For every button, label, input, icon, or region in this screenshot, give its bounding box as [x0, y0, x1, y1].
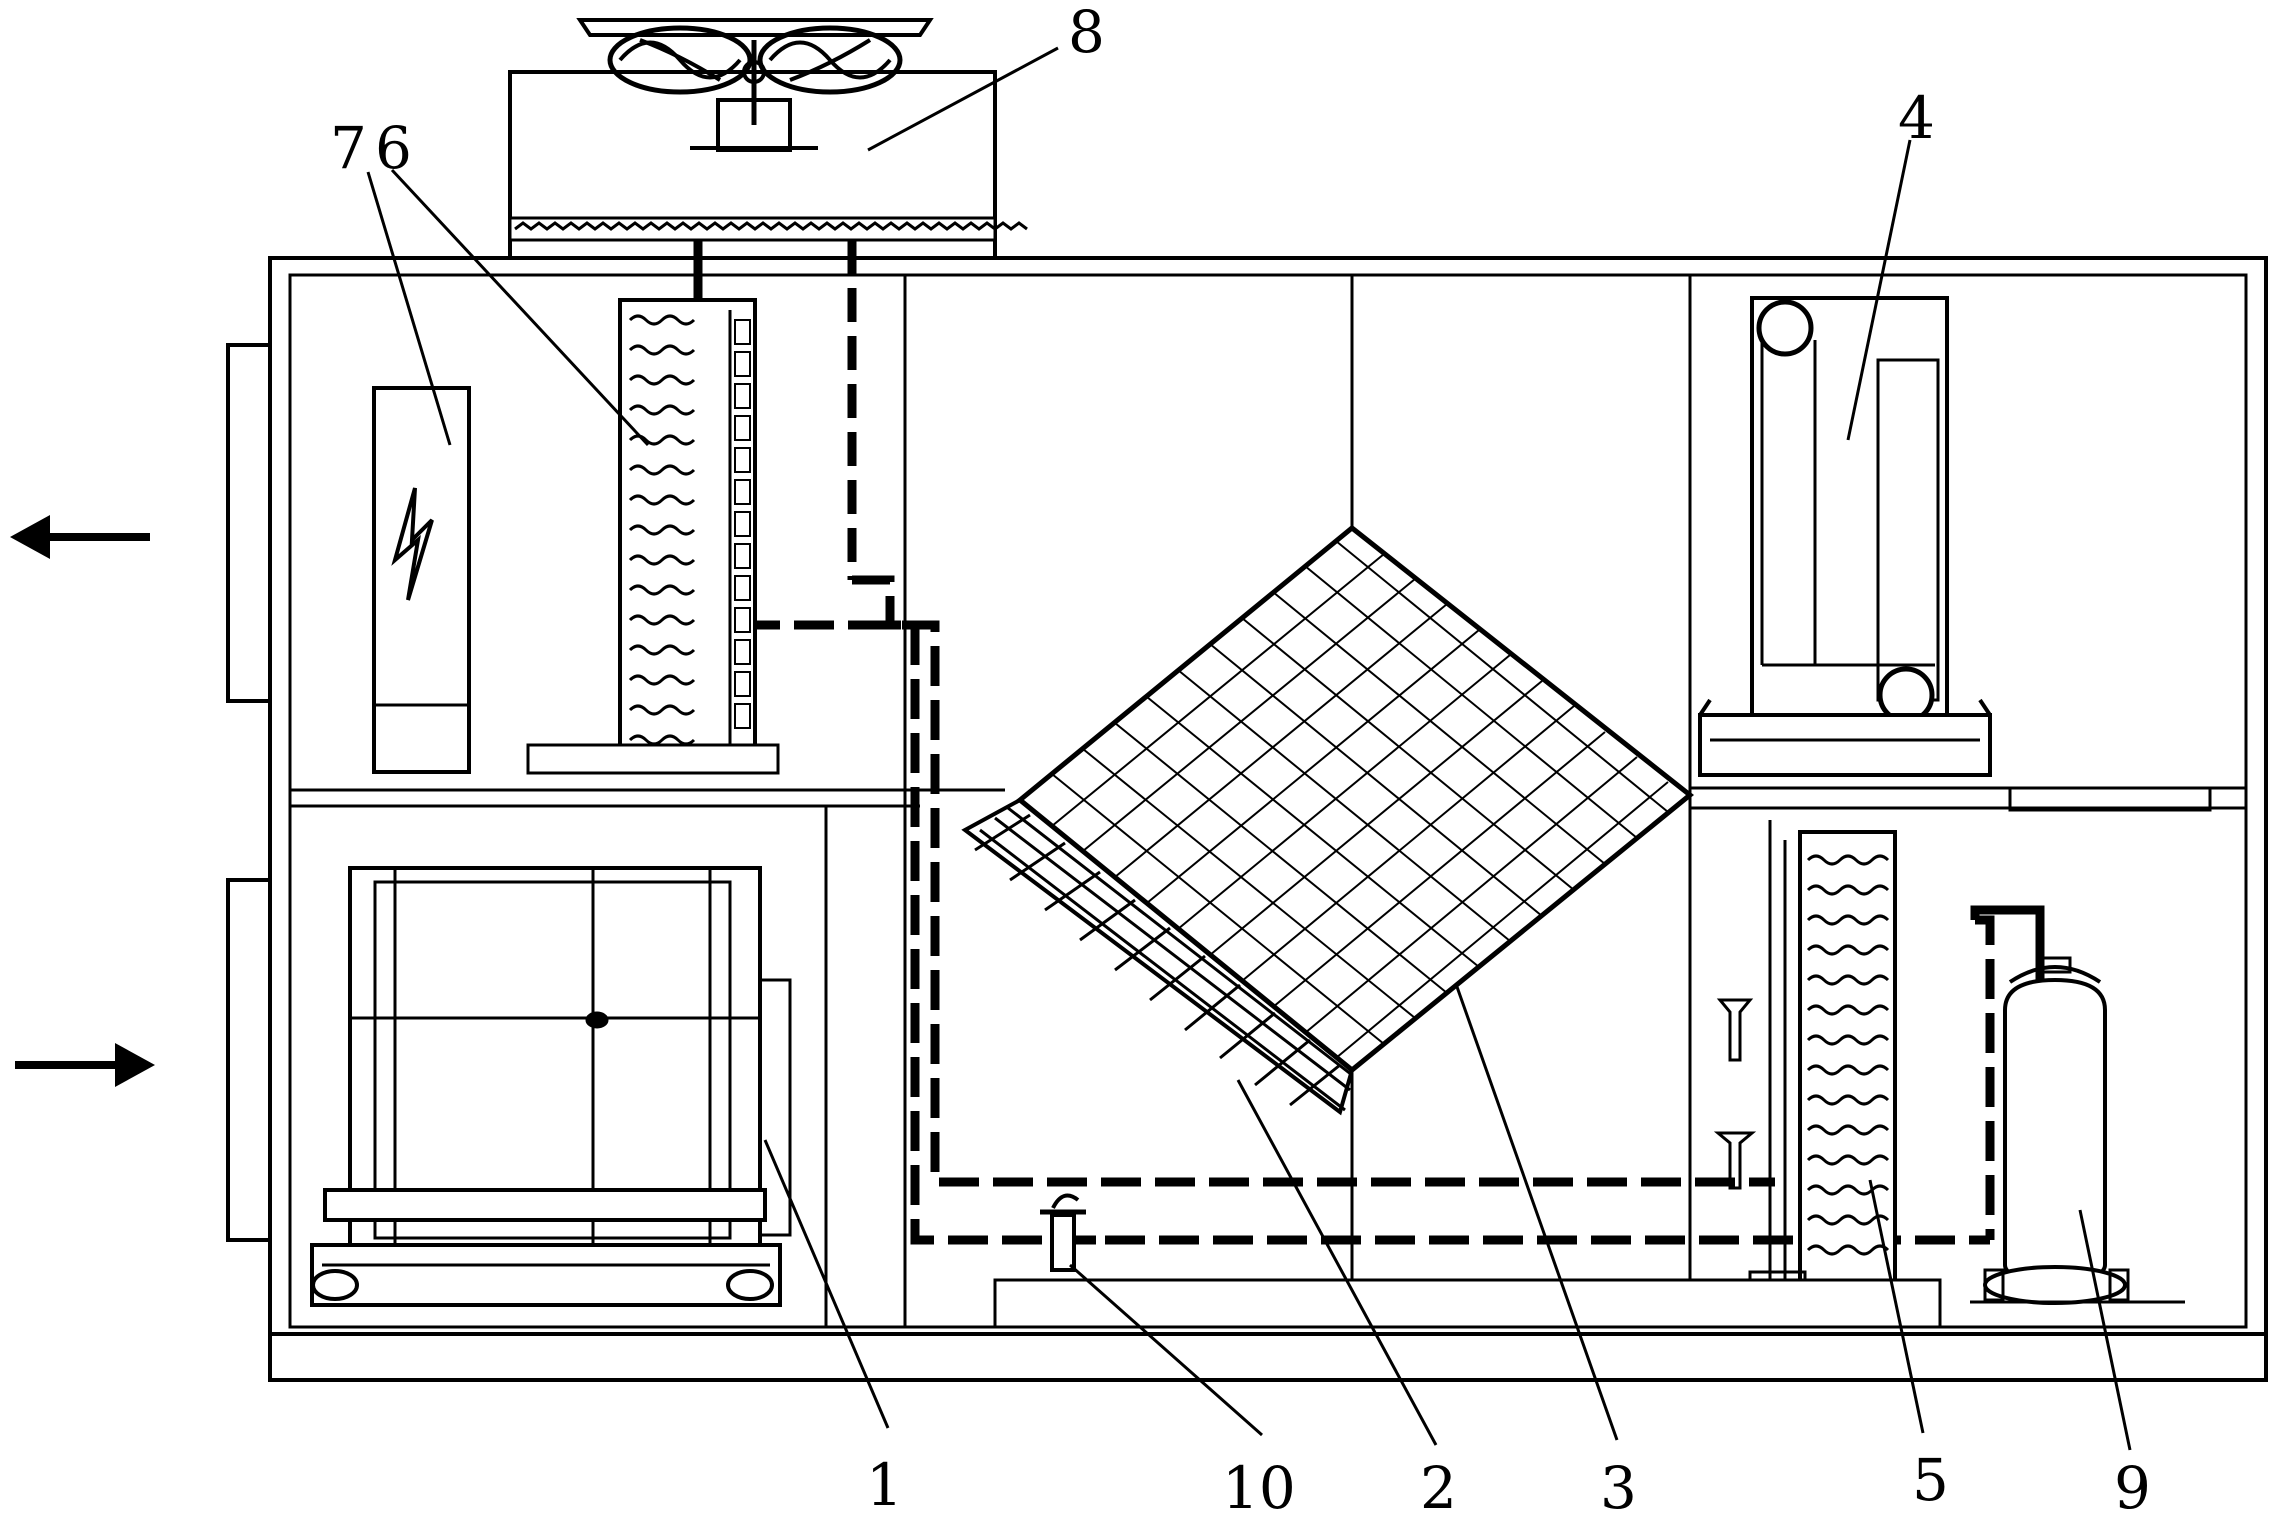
duct-flanges [226, 343, 272, 1242]
heat-exchanger-lower-section [961, 797, 1355, 1116]
label-8: 8 [1068, 0, 1105, 66]
fan-icon [607, 25, 753, 95]
label-1: 1 [866, 1451, 903, 1519]
label-3: 3 [1600, 1454, 1637, 1522]
compressor-icon [2003, 977, 2107, 1283]
fan-icon [757, 25, 903, 95]
valve-icon [1051, 1193, 1080, 1209]
label-6: 6 [375, 114, 412, 182]
grid-icon [1051, 540, 1669, 1059]
outlet-arrow [10, 515, 150, 559]
expansion-valve [993, 1193, 1942, 1329]
coil-icon [628, 314, 696, 746]
heat-exchanger-core [1016, 524, 1694, 1074]
evaporator-coil [1713, 820, 1897, 1327]
fan-icon [1756, 299, 1935, 724]
label-5: 5 [1912, 1446, 1949, 1514]
lightning-icon [391, 487, 434, 601]
leader-lines [366, 46, 2132, 1451]
condenser-coil [526, 298, 780, 775]
label-9: 9 [2114, 1454, 2151, 1522]
coil-icon [1806, 854, 1890, 1256]
inlet-arrow [15, 1043, 155, 1087]
label-2: 2 [1420, 1454, 1457, 1522]
filter-icon [585, 1011, 609, 1029]
component-labels: 7 6 8 4 1 10 2 3 5 9 [330, 0, 2151, 1522]
compressor [1970, 956, 2185, 1305]
label-7: 7 [330, 114, 367, 182]
label-10: 10 [1222, 1454, 1296, 1522]
grid-icon [974, 806, 1354, 1113]
outdoor-condenser-fan [508, 18, 1028, 260]
label-4: 4 [1898, 84, 1935, 152]
exhaust-fan [1698, 296, 1992, 777]
cabinet-frame [268, 256, 2268, 1382]
filter-unit [310, 866, 792, 1307]
electric-heater [372, 386, 471, 774]
